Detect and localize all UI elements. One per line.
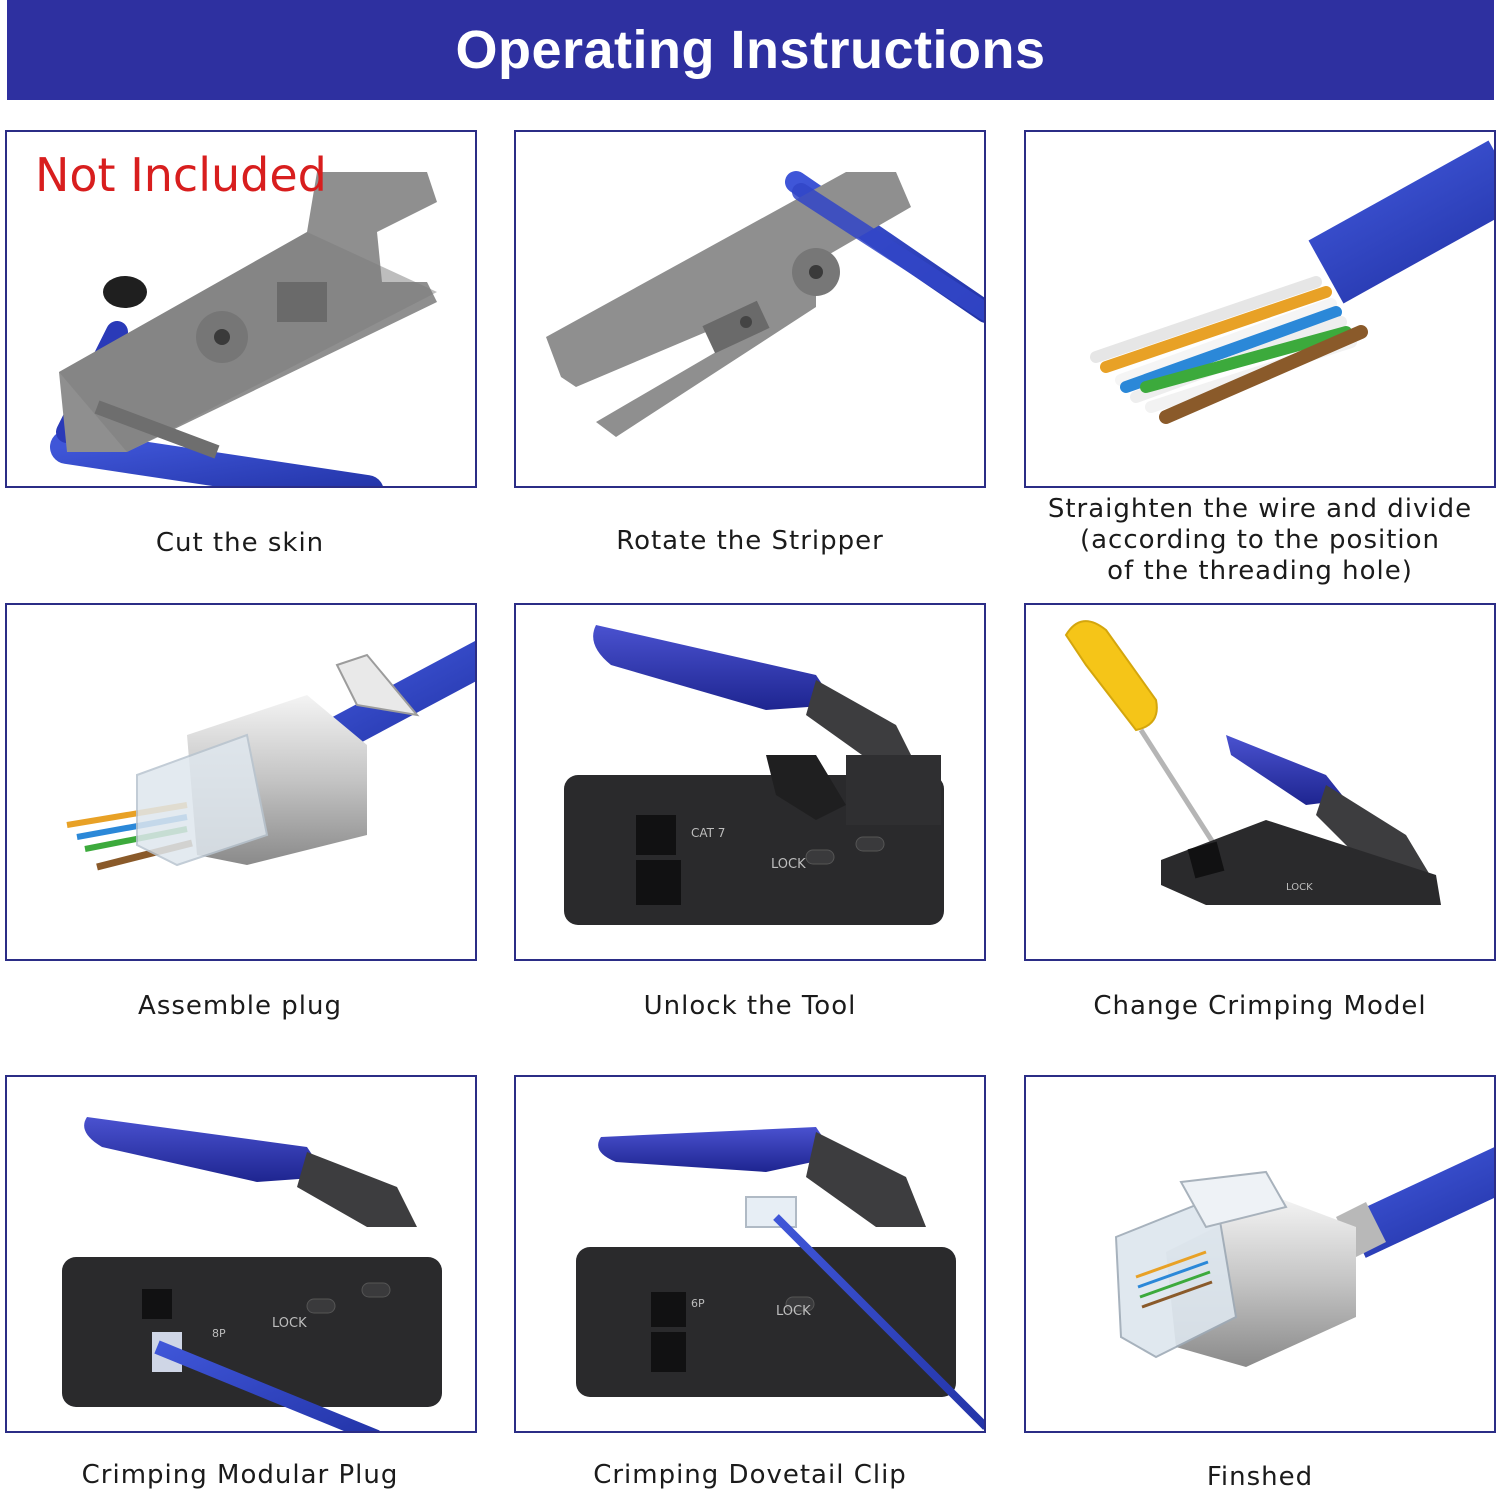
- caption-step-3-line-1: Straighten the wire and divide: [1047, 494, 1473, 524]
- step-panel-crimp-modular: LOCK 8P: [5, 1075, 477, 1433]
- step-panel-change-model: LOCK: [1024, 603, 1496, 961]
- caption-step-1: Cut the skin: [155, 528, 325, 558]
- caption-step-3-line-3: of the threading hole): [1107, 556, 1413, 586]
- crimping-tool-icon: LOCK 8P: [62, 1117, 442, 1431]
- step-panel-assemble-plug: [5, 603, 477, 961]
- lock-label: LOCK: [1286, 882, 1313, 893]
- lock-label: LOCK: [776, 1304, 811, 1319]
- lock-label: LOCK: [272, 1316, 307, 1331]
- caption-step-6: Change Crimping Model: [1093, 991, 1427, 1021]
- step-panel-crimp-dovetail: LOCK 6P: [514, 1075, 986, 1433]
- lock-label: LOCK: [771, 857, 806, 872]
- caption-step-8: Crimping Dovetail Clip: [593, 1460, 907, 1490]
- rj45-plug-icon: [66, 641, 475, 871]
- caption-step-3: Straighten the wire and divide (accordin…: [1020, 494, 1500, 587]
- cat7-label: CAT 7: [691, 826, 725, 840]
- cable-stripper-icon: [546, 171, 984, 437]
- twisted-pair-wires-icon: [1090, 140, 1494, 424]
- caption-step-9: Finshed: [1206, 1462, 1314, 1492]
- not-included-note: Not Included: [35, 148, 327, 202]
- crimping-tool-icon: LOCK 6P: [576, 1127, 984, 1430]
- caption-step-2: Rotate the Stripper: [616, 526, 884, 556]
- step-panel-cut-skin: Not Included: [5, 130, 477, 488]
- step-panel-rotate-stripper: [514, 130, 986, 488]
- header-banner: Operating Instructions: [7, 0, 1494, 100]
- step-panel-straighten-wire: [1024, 130, 1496, 488]
- screwdriver-icon: LOCK: [1064, 620, 1441, 905]
- rj45-plug-icon: [1114, 1147, 1494, 1367]
- 8p-label: 8P: [212, 1327, 226, 1340]
- caption-step-5: Unlock the Tool: [643, 991, 857, 1021]
- 6p-label: 6P: [691, 1297, 705, 1310]
- step-panel-unlock-tool: CAT 7 LOCK: [514, 603, 986, 961]
- caption-step-4: Assemble plug: [138, 991, 342, 1021]
- crimping-tool-icon: CAT 7 LOCK: [564, 625, 944, 925]
- step-panel-finished: [1024, 1075, 1496, 1433]
- cable-stripper-icon: [50, 172, 437, 486]
- caption-step-3-line-2: (according to the position: [1079, 525, 1441, 555]
- caption-step-7: Crimping Modular Plug: [81, 1460, 399, 1490]
- page-title: Operating Instructions: [455, 20, 1046, 80]
